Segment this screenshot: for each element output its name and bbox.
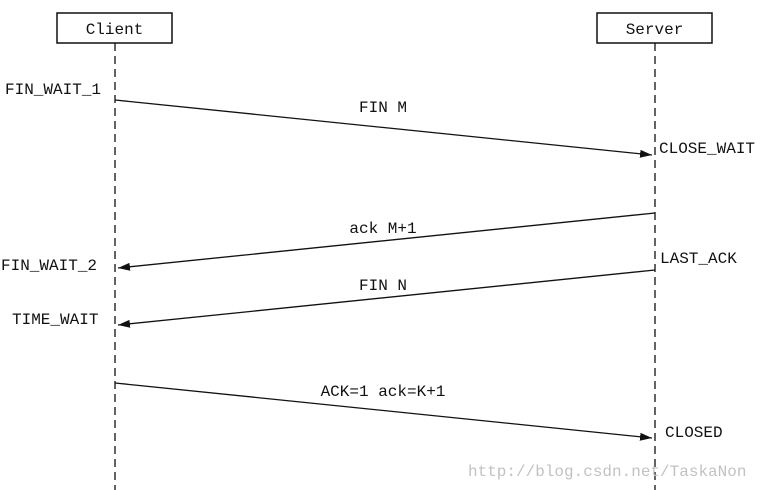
message-arrow-ack-k1 xyxy=(114,382,653,441)
message-label-fin-m: FIN M xyxy=(359,99,407,117)
client-state-fin-wait-2: FIN_WAIT_2 xyxy=(1,257,97,275)
client-state-fin-wait-1: FIN_WAIT_1 xyxy=(5,81,101,99)
message-label-ack-m1: ack M+1 xyxy=(349,220,416,238)
message-label-ack-k1: ACK=1 ack=K+1 xyxy=(321,383,446,401)
participant-server: Server xyxy=(596,12,713,44)
server-label: Server xyxy=(626,21,684,39)
participant-client: Client xyxy=(56,12,173,44)
server-state-closed: CLOSED xyxy=(665,424,723,442)
client-state-time-wait: TIME_WAIT xyxy=(12,311,98,329)
server-state-close-wait: CLOSE_WAIT xyxy=(659,140,755,158)
server-box xyxy=(596,12,713,44)
message-arrow-fin-m xyxy=(114,99,653,158)
message-arrow-fin-n xyxy=(117,269,656,328)
message-label-fin-n: FIN N xyxy=(359,277,407,295)
client-label: Client xyxy=(86,21,144,39)
message-arrow-ack-m1 xyxy=(117,212,656,271)
watermark: http://blog.csdn.net/TaskaNon xyxy=(468,463,746,481)
client-box xyxy=(56,12,173,44)
server-state-last-ack: LAST_ACK xyxy=(660,250,737,268)
